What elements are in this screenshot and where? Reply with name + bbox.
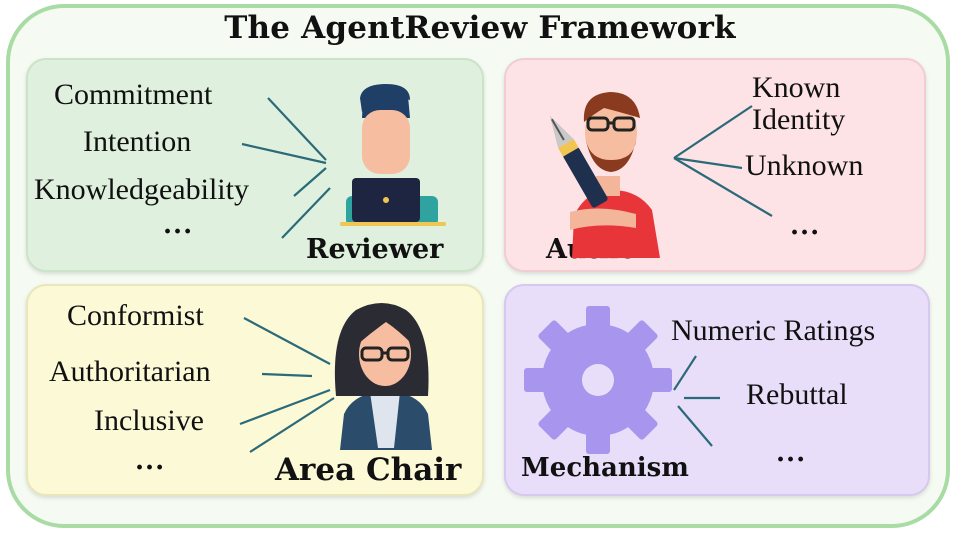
reviewer-ellipsis: ... bbox=[163, 210, 194, 240]
area-chair-attr-conformist: Conformist bbox=[67, 299, 204, 332]
diagram-title: The AgentReview Framework bbox=[224, 10, 736, 46]
area-chair-label: Area Chair bbox=[275, 452, 462, 488]
mechanism-connectors bbox=[673, 355, 720, 447]
author-connectors bbox=[673, 105, 773, 217]
author-with-pen-icon bbox=[549, 92, 660, 258]
author-attr-unknown: Unknown bbox=[745, 149, 864, 182]
reviewer-attr-intention: Intention bbox=[83, 125, 192, 158]
reviewer-attr-knowledgeability: Knowledgeability bbox=[34, 173, 249, 206]
area-chair-ellipsis: ... bbox=[135, 446, 166, 476]
mechanism-ellipsis: ... bbox=[776, 438, 807, 468]
mechanism-attr-rebuttal: Rebuttal bbox=[746, 378, 848, 411]
mechanism-attr-numeric-ratings: Numeric Ratings bbox=[671, 314, 876, 347]
reviewer-label: Reviewer bbox=[306, 234, 444, 265]
area-chair-attr-inclusive: Inclusive bbox=[94, 404, 204, 437]
reviewer-with-laptop-icon bbox=[340, 84, 446, 226]
area-chair-connectors bbox=[239, 317, 335, 453]
author-attr-known-identity: Known Identity bbox=[752, 71, 846, 136]
author-ellipsis: ... bbox=[790, 211, 821, 241]
area-chair-woman-icon bbox=[334, 303, 432, 450]
gear-icon bbox=[524, 306, 672, 454]
mechanism-label: Mechanism bbox=[521, 453, 689, 483]
area-chair-attr-authoritarian: Authoritarian bbox=[49, 355, 211, 388]
reviewer-attr-commitment: Commitment bbox=[54, 78, 213, 111]
reviewer-connectors bbox=[241, 97, 331, 239]
